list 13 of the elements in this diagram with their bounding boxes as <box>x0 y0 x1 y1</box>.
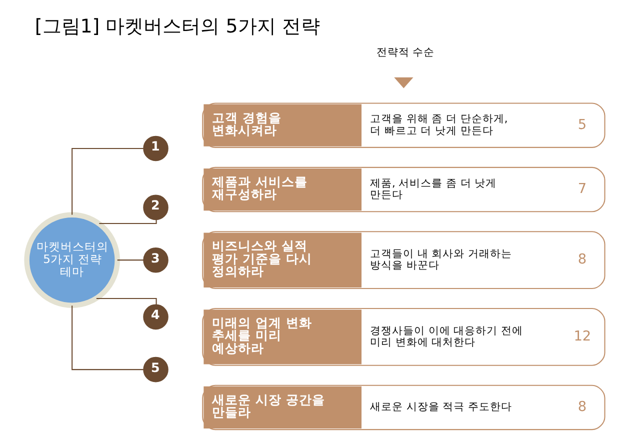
node-circle: 2 <box>143 194 168 220</box>
connector <box>72 147 144 214</box>
connector <box>96 297 157 304</box>
connector <box>72 305 144 370</box>
connector <box>117 259 144 260</box>
connector <box>99 219 157 224</box>
label: 전략적 수순 <box>376 46 435 58</box>
node-circle: 4 <box>143 304 168 330</box>
diagram-title: [그림1] 마켓버스터의 5가지 전략 <box>34 15 320 38</box>
node-circle: 3 <box>143 246 168 272</box>
node-circle: 5 <box>143 356 168 382</box>
node-circle: 1 <box>143 135 168 161</box>
node-circle: 마켓버스터의 5가지 전략 테마 <box>24 212 120 308</box>
